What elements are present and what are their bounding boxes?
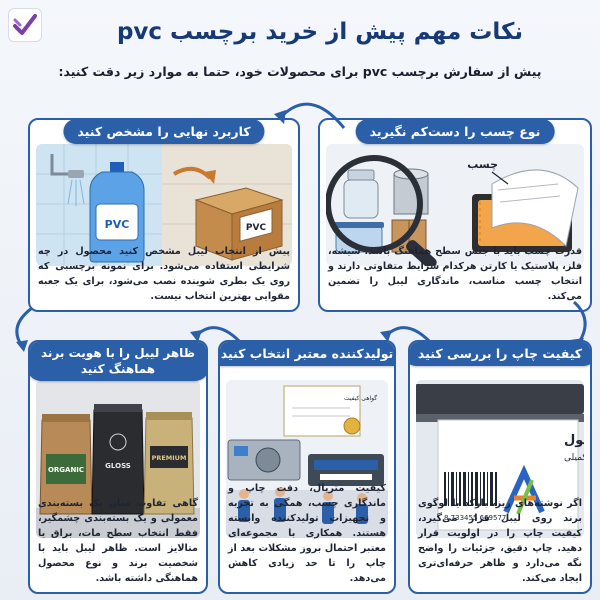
manufacturer-illustration: گواهی کیفیت bbox=[226, 380, 388, 538]
card-title: کیفیت چاپ را بررسی کنید bbox=[410, 342, 590, 366]
card-title: کاربرد نهایی را مشخص کنید bbox=[63, 120, 265, 144]
card-description: پیش از انتخاب لیبل مشخص کنید محصول در چه… bbox=[38, 246, 290, 302]
brand-logo[interactable] bbox=[8, 8, 42, 42]
card-description: قدرت چسب باید با جنس سطح هماهنگ باشد. شی… bbox=[328, 246, 582, 302]
card-end-use: کاربرد نهایی را مشخص کنید PVC bbox=[28, 118, 300, 312]
barcode-digits: 8 733455 669577 bbox=[444, 514, 506, 522]
card-adhesive-type: نوع چسب را دست‌کم نگیرید bbox=[318, 118, 592, 312]
card-print-quality: کیفیت چاپ را بررسی کنید نام محصول توضیحا… bbox=[408, 340, 592, 594]
adhesive-illustration: چسب bbox=[326, 144, 584, 266]
brand-packages-illustration: ORGANIC GLOSS PREMIUM bbox=[36, 380, 200, 538]
adhesive-callout-label: چسب bbox=[467, 158, 498, 171]
page-title: نکات مهم پیش از خرید برچسب pvc bbox=[116, 19, 524, 45]
page-subtitle: پیش از سفارش برچسب pvc برای محصولات خود،… bbox=[58, 64, 542, 79]
arrow-card2-to-card5-icon bbox=[15, 306, 33, 352]
bottle-pvc-label: PVC bbox=[105, 218, 130, 231]
card-title: ظاهر لیبل را با هویت برند هماهنگ کنید bbox=[30, 342, 206, 381]
card-title-line2: هماهنگ کنید bbox=[80, 362, 156, 376]
card-title: تولیدکننده معتبر انتخاب کنید bbox=[220, 342, 394, 366]
label-product-name: نام محصول bbox=[564, 433, 584, 448]
arrow-card1-to-card2-icon bbox=[274, 102, 346, 129]
label-product-desc: توضیحات تکمیلی bbox=[564, 453, 584, 463]
pack-gloss-label: GLOSS bbox=[105, 462, 131, 470]
checkmark-logo-icon bbox=[13, 14, 37, 35]
pack-premium-label: PREMIUM bbox=[152, 454, 187, 462]
card-description: اگر نوشته‌های ریز، بارکد یا لوگوی برند ر… bbox=[418, 498, 582, 584]
arrow-card3-to-card4-icon bbox=[380, 326, 434, 346]
print-quality-illustration: نام محصول توضیحات تکمیلی 8 733455 669577 bbox=[416, 380, 584, 538]
end-use-illustration: PVC PVC bbox=[36, 144, 292, 266]
card-title-line1: ظاهر لیبل را با هویت برند bbox=[41, 346, 195, 360]
card-title: نوع چسب را دست‌کم نگیرید bbox=[355, 120, 555, 144]
pack-organic-label: ORGANIC bbox=[48, 466, 84, 474]
arrow-card4-to-card5-icon bbox=[190, 326, 244, 346]
certificate-title: گواهی کیفیت bbox=[344, 394, 377, 402]
card-brand-identity: ظاهر لیبل را با هویت برند هماهنگ کنید OR… bbox=[28, 340, 208, 594]
card-description: گاهی تفاوت میان یک بسته‌بندی معمولی و یک… bbox=[38, 498, 198, 584]
box-pvc-label: PVC bbox=[246, 223, 267, 233]
card-description: کیفیت متریال، دقت چاپ و ماندگاری چسب، هم… bbox=[228, 483, 386, 584]
card-manufacturer: تولیدکننده معتبر انتخاب کنید گواهی کیفیت bbox=[218, 340, 396, 594]
